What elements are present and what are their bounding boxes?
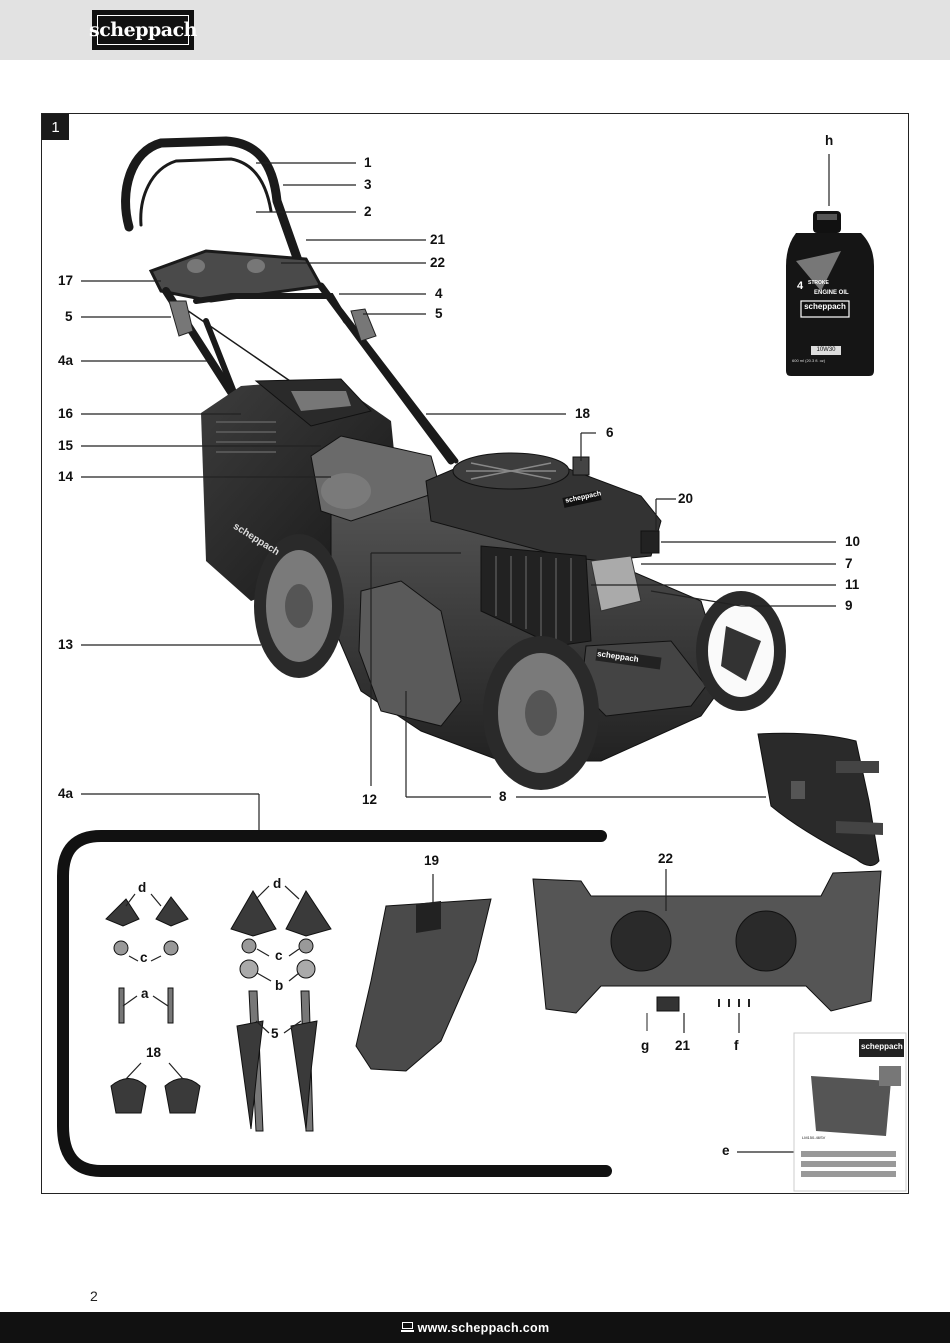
callout-5-right: 5 [435, 306, 443, 321]
small-part-lines [122, 885, 794, 1153]
callout-18-clips: 18 [146, 1045, 162, 1060]
handle-holder [532, 869, 882, 1014]
oil-bottle-brand: scheppach [804, 302, 846, 311]
callout-f: f [734, 1038, 739, 1053]
callout-5-left: 5 [65, 309, 73, 324]
callout-16: 16 [58, 406, 74, 421]
oil-bottle [786, 211, 874, 376]
callout-lines [81, 154, 836, 839]
page-number: 2 [90, 1288, 98, 1304]
oil-bottle-grade: 10W30 [816, 347, 836, 353]
callout-11: 11 [845, 577, 860, 592]
callout-c-1: c [140, 950, 148, 965]
callout-g: g [641, 1038, 650, 1053]
callout-4: 4 [435, 286, 443, 301]
computer-icon [400, 1322, 414, 1333]
oil-bottle-product: ENGINE OIL [814, 290, 849, 296]
callout-4a: 4a [58, 353, 74, 368]
callout-8: 8 [499, 789, 507, 804]
figure-number: 1 [42, 114, 69, 140]
side-discharge-deflector [757, 732, 883, 866]
callout-6: 6 [606, 425, 614, 440]
header-band: scheppach [0, 0, 950, 60]
oil-bottle-stroke: 4 [797, 280, 804, 292]
callout-19: 19 [424, 853, 440, 868]
callout-2: 2 [364, 204, 372, 219]
rear-wheel [254, 534, 344, 678]
front-wheel [483, 636, 599, 790]
callout-h: h [825, 133, 834, 148]
callout-12: 12 [362, 792, 378, 807]
callout-21: 21 [430, 232, 446, 247]
callout-20: 20 [678, 491, 694, 506]
callout-9: 9 [845, 598, 853, 613]
callout-1: 1 [364, 155, 372, 170]
callout-15: 15 [58, 438, 74, 453]
footer-website-link[interactable]: www.scheppach.com [417, 1320, 550, 1335]
footer-band: www.scheppach.com [0, 1312, 950, 1343]
mulching-insert [355, 874, 492, 1072]
operating-manual [793, 1032, 907, 1192]
callout-4a-lower: 4a [58, 786, 74, 801]
callout-a: a [141, 986, 149, 1001]
lawnmower-illustration [57, 136, 907, 1192]
callout-21-button: 21 [675, 1038, 691, 1053]
manual-brand: scheppach [861, 1042, 903, 1051]
oil-bottle-stroke-label: STROKE [808, 280, 829, 286]
callout-14: 14 [58, 469, 74, 484]
callout-10: 10 [845, 534, 861, 549]
manual-model: LM150-46SV [802, 1135, 826, 1140]
callout-18: 18 [575, 406, 591, 421]
small-parts [105, 890, 750, 1132]
callout-b: b [275, 978, 284, 993]
callout-3: 3 [364, 177, 372, 192]
oil-bottle-volume: 600 ml (20.3 fl. oz) [792, 358, 826, 363]
callout-17: 17 [58, 273, 74, 288]
callout-22: 22 [430, 255, 446, 270]
callout-22-holder: 22 [658, 851, 674, 866]
front-wheel-right [696, 591, 786, 711]
callout-e: e [722, 1143, 730, 1158]
callout-c-2: c [275, 948, 283, 963]
callout-7: 7 [845, 556, 853, 571]
callout-5-blades: 5 [271, 1026, 279, 1041]
callout-13: 13 [58, 637, 74, 652]
brand-logo: scheppach [89, 10, 197, 50]
figure-1-frame: 1 [41, 113, 909, 1194]
callout-d-2: d [273, 876, 282, 891]
lower-handle-4a [57, 830, 612, 1177]
callout-d-1: d [138, 880, 147, 895]
engine [425, 452, 662, 647]
